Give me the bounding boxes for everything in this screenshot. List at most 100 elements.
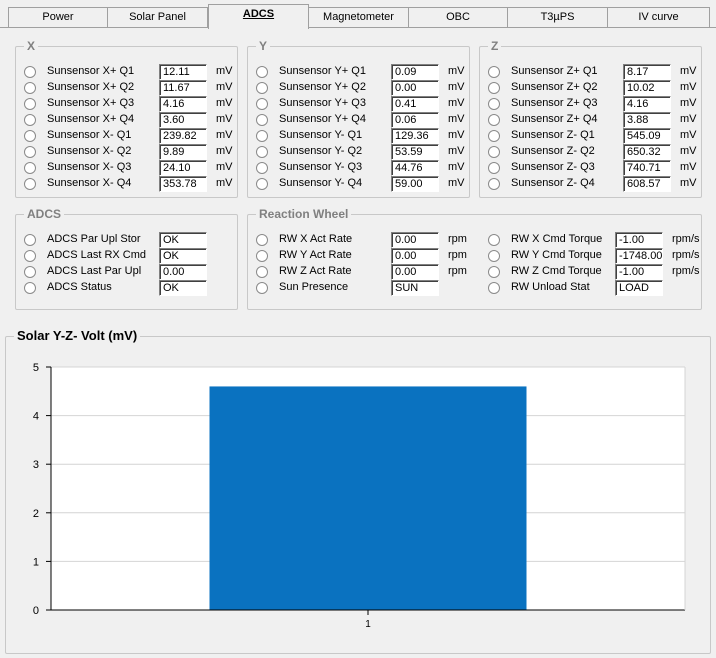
radio-button[interactable] xyxy=(488,234,500,246)
radio-button[interactable] xyxy=(488,178,500,190)
radio-button[interactable] xyxy=(488,130,500,142)
radio-button[interactable] xyxy=(24,98,36,110)
sunsensor-y-label: Sunsensor Y- Q1 xyxy=(279,129,363,141)
tab-adcs[interactable]: ADCS xyxy=(208,4,309,29)
radio-button[interactable] xyxy=(488,250,500,262)
sunsensor-y-value-field[interactable]: 0.41 xyxy=(391,96,439,112)
rw-torque-value-field[interactable]: -1.00 xyxy=(615,232,663,248)
sunsensor-z-value-field[interactable]: 4.16 xyxy=(623,96,671,112)
radio-button[interactable] xyxy=(488,66,500,78)
radio-button[interactable] xyxy=(256,66,268,78)
adcs-value-field[interactable]: OK xyxy=(159,232,207,248)
sunsensor-y-value-field[interactable]: 0.06 xyxy=(391,112,439,128)
sunsensor-z-value-field[interactable]: 608.57 xyxy=(623,176,671,192)
radio-button[interactable] xyxy=(256,114,268,126)
rw-rate-value-field[interactable]: 0.00 xyxy=(391,232,439,248)
adcs-value-field[interactable]: OK xyxy=(159,248,207,264)
sunsensor-z-unit: mV xyxy=(680,161,697,173)
sunsensor-z-value-field[interactable]: 8.17 xyxy=(623,64,671,80)
bar xyxy=(209,386,527,610)
sunsensor-x-value-field[interactable]: 12.11 xyxy=(159,64,207,80)
rw-rate-value-field[interactable]: 0.00 xyxy=(391,264,439,280)
sunsensor-x-label: Sunsensor X+ Q1 xyxy=(47,65,135,77)
sunsensor-y-value-field[interactable]: 0.00 xyxy=(391,80,439,96)
radio-button[interactable] xyxy=(24,234,36,246)
radio-button[interactable] xyxy=(24,146,36,158)
radio-button[interactable] xyxy=(256,266,268,278)
sunsensor-x-value-field[interactable]: 3.60 xyxy=(159,112,207,128)
sunsensor-z-label: Sunsensor Z- Q3 xyxy=(511,161,595,173)
sunsensor-y-label: Sunsensor Y+ Q4 xyxy=(279,113,366,125)
sunsensor-x-value-field[interactable]: 4.16 xyxy=(159,96,207,112)
sunsensor-x-value-field[interactable]: 9.89 xyxy=(159,144,207,160)
group-y-title: Y xyxy=(256,39,271,53)
rw-torque-value-field[interactable]: LOAD xyxy=(615,280,663,296)
sunsensor-z-unit: mV xyxy=(680,65,697,77)
rw-rate-label: RW Z Act Rate xyxy=(279,265,352,277)
radio-button[interactable] xyxy=(256,234,268,246)
sunsensor-x-value-field[interactable]: 11.67 xyxy=(159,80,207,96)
radio-button[interactable] xyxy=(488,82,500,94)
sunsensor-z-value-field[interactable]: 3.88 xyxy=(623,112,671,128)
radio-button[interactable] xyxy=(488,162,500,174)
radio-button[interactable] xyxy=(488,114,500,126)
sunsensor-x-value-field[interactable]: 239.82 xyxy=(159,128,207,144)
radio-button[interactable] xyxy=(488,146,500,158)
sunsensor-z-value-field[interactable]: 650.32 xyxy=(623,144,671,160)
adcs-value-field[interactable]: OK xyxy=(159,280,207,296)
radio-button[interactable] xyxy=(24,178,36,190)
tab-magnetometer[interactable]: Magnetometer xyxy=(308,7,409,27)
radio-button[interactable] xyxy=(488,282,500,294)
sunsensor-y-value-field[interactable]: 0.09 xyxy=(391,64,439,80)
rw-torque-value-field[interactable]: -1.00 xyxy=(615,264,663,280)
radio-button[interactable] xyxy=(256,146,268,158)
rw-rate-value-field[interactable]: SUN xyxy=(391,280,439,296)
adcs-label: ADCS Status xyxy=(47,281,112,293)
sunsensor-x-value-field[interactable]: 24.10 xyxy=(159,160,207,176)
radio-button[interactable] xyxy=(488,266,500,278)
radio-button[interactable] xyxy=(256,130,268,142)
radio-button[interactable] xyxy=(24,130,36,142)
radio-button[interactable] xyxy=(24,282,36,294)
radio-button[interactable] xyxy=(24,82,36,94)
tab-solar-panel[interactable]: Solar Panel xyxy=(107,7,208,27)
sunsensor-y-value-field[interactable]: 53.59 xyxy=(391,144,439,160)
radio-button[interactable] xyxy=(24,162,36,174)
adcs-label: ADCS Par Upl Stor xyxy=(47,233,141,245)
radio-button[interactable] xyxy=(24,250,36,262)
radio-button[interactable] xyxy=(488,98,500,110)
tab-iv-curve[interactable]: IV curve xyxy=(607,7,710,27)
sunsensor-y-value-field[interactable]: 129.36 xyxy=(391,128,439,144)
rw-rate-unit: rpm xyxy=(448,233,467,245)
tab-obc[interactable]: OBC xyxy=(408,7,508,27)
sunsensor-y-value-field[interactable]: 59.00 xyxy=(391,176,439,192)
radio-button[interactable] xyxy=(256,178,268,190)
rw-torque-value-field[interactable]: -1748.00 xyxy=(615,248,663,264)
radio-button[interactable] xyxy=(256,250,268,262)
radio-button[interactable] xyxy=(24,266,36,278)
radio-button[interactable] xyxy=(256,282,268,294)
sunsensor-z-value-field[interactable]: 10.02 xyxy=(623,80,671,96)
sunsensor-y-value-field[interactable]: 44.76 xyxy=(391,160,439,176)
radio-button[interactable] xyxy=(24,66,36,78)
radio-button[interactable] xyxy=(24,114,36,126)
radio-button[interactable] xyxy=(256,82,268,94)
radio-button[interactable] xyxy=(256,162,268,174)
tab-power[interactable]: Power xyxy=(8,7,108,27)
tab-t3ups[interactable]: T3µPS xyxy=(507,7,608,27)
rw-rate-value-field[interactable]: 0.00 xyxy=(391,248,439,264)
sunsensor-x-value-field[interactable]: 353.78 xyxy=(159,176,207,192)
radio-button[interactable] xyxy=(256,98,268,110)
adcs-value-field[interactable]: 0.00 xyxy=(159,264,207,280)
sunsensor-y-unit: mV xyxy=(448,81,465,93)
sunsensor-z-value-field[interactable]: 740.71 xyxy=(623,160,671,176)
sunsensor-z-value-field[interactable]: 545.09 xyxy=(623,128,671,144)
